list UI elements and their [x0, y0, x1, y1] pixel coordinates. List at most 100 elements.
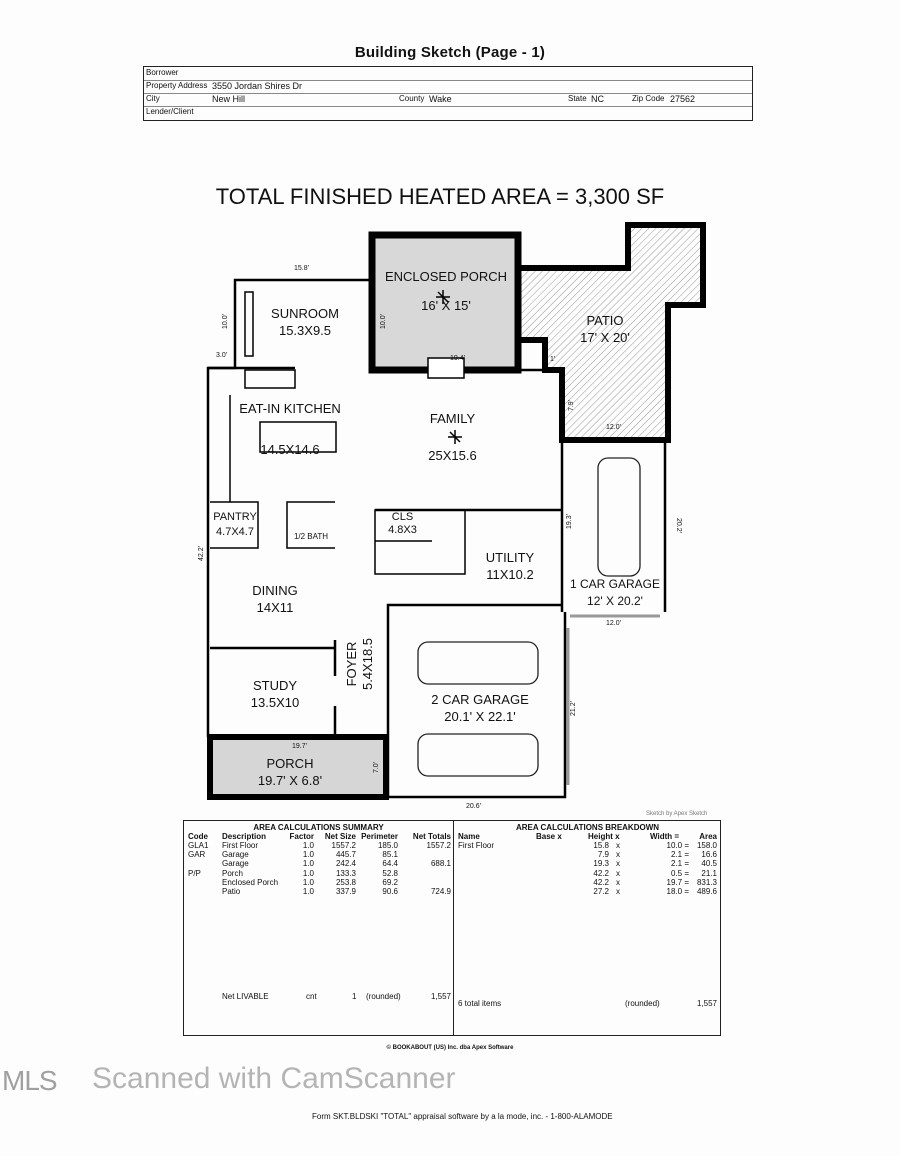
front-porch-area	[207, 734, 389, 800]
room-size: 15.3X9.5	[278, 323, 332, 338]
room-size: 13.5X10	[250, 695, 300, 710]
net-livable-total: 1,557	[430, 992, 451, 1001]
state-value: NC	[591, 94, 604, 104]
summary-cell: 1557.2	[331, 841, 356, 850]
room-study: STUDY 13.5X10	[225, 677, 325, 711]
summary-header: Net Size	[324, 832, 356, 841]
room-1-car-garage: 1 CAR GARAGE 12' X 20.2'	[565, 576, 665, 610]
room-name: 1 CAR GARAGE	[569, 577, 661, 591]
ceiling-fan-icon	[448, 430, 462, 444]
summary-header: Code	[188, 832, 208, 841]
lender-row: Lender/Client	[144, 106, 752, 119]
breakdown-name: First Floor	[458, 841, 494, 850]
room-size: 16' X 15'	[421, 298, 471, 313]
summary-cell: Garage	[222, 859, 249, 869]
breakdown-cell: 16.6	[701, 850, 717, 860]
room-name: EAT-IN KITCHEN	[239, 401, 341, 416]
copyright: © BOOKABOUT (US) Inc. dba Apex Software	[386, 1045, 514, 1051]
dimension-label: 3.0'	[216, 352, 228, 359]
breakdown-cell: 7.9	[597, 850, 609, 860]
breakdown-cell: 2.1 =	[670, 850, 689, 860]
room-name: STUDY	[252, 678, 298, 693]
room-half-bath: 1/2 BATH	[293, 532, 329, 541]
room-name: FOYER	[344, 641, 359, 687]
summary-cell: Garage	[222, 850, 249, 860]
car-icon	[417, 733, 539, 777]
dimension-label: 1'	[550, 356, 556, 363]
enclosed-porch-area	[368, 231, 522, 374]
address-value: 3550 Jordan Shires Dr	[212, 81, 303, 91]
dimension-label: 10.0'	[379, 314, 387, 329]
breakdown-total: 1,557	[696, 999, 717, 1008]
breakdown-cell: x	[616, 877, 620, 887]
floor-plan-drawing	[206, 222, 706, 800]
room-name: PATIO	[586, 313, 624, 328]
property-info-form: Borrower Property Address 3550 Jordan Sh…	[143, 66, 753, 121]
dimension-label: 19.4'	[450, 355, 465, 362]
room-2-car-garage: 2 CAR GARAGE 20.1' X 22.1'	[410, 691, 550, 725]
zip-value: 27562	[670, 94, 696, 104]
page-title: Building Sketch (Page - 1)	[354, 44, 546, 61]
breakdown-title: AREA CALCULATIONS BREAKDOWN	[515, 823, 660, 832]
summary-cell: 724.9	[430, 887, 451, 896]
breakdown-cell: 18.0 =	[666, 887, 689, 896]
cnt-label: cnt	[306, 992, 317, 1001]
breakdown-cell: 42.2	[593, 868, 609, 878]
room-size: 12' X 20.2'	[587, 594, 643, 608]
table-divider	[453, 821, 454, 1035]
breakdown-cell: 19.7 =	[666, 877, 689, 887]
dimension-label: 19.3'	[565, 514, 573, 529]
summary-header: Perimeter	[361, 832, 398, 841]
sketch-credit: Sketch by Apex Sketch	[646, 811, 708, 817]
room-size: 4.8X3	[388, 524, 417, 536]
breakdown-header: Area	[699, 832, 717, 841]
room-name: PORCH	[266, 756, 314, 771]
room-size: 25X15.6	[428, 448, 477, 463]
summary-cell: 688.1	[430, 859, 451, 869]
county-value: Wake	[429, 94, 452, 104]
summary-cell: 1.0	[302, 868, 314, 878]
summary-cell: 445.7	[335, 850, 356, 860]
room-size: 19.7' X 6.8'	[257, 773, 323, 788]
car-icon	[417, 641, 539, 685]
room-size: 14.5X14.6	[260, 442, 320, 457]
breakdown-cell: 158.0	[696, 841, 717, 850]
summary-cell: P/P	[188, 868, 201, 878]
breakdown-cell: 21.1	[701, 868, 717, 878]
breakdown-cell: x	[616, 887, 620, 896]
room-name: ENCLOSED PORCH	[384, 269, 508, 284]
room-size: 20.1' X 22.1'	[444, 709, 516, 724]
area-calculations-table: AREA CALCULATIONS SUMMARY Code Descripti…	[183, 820, 721, 1036]
rounded-label: (rounded)	[625, 999, 660, 1008]
room-name: 2 CAR GARAGE	[431, 692, 529, 707]
room-name: CLS	[391, 511, 414, 523]
dimension-label: 19.7'	[292, 743, 307, 750]
summary-cell: 133.3	[335, 868, 356, 878]
summary-cell: Enclosed Porch	[222, 877, 279, 887]
cnt-value: 1	[352, 992, 357, 1001]
summary-cell: Porch	[222, 868, 243, 878]
room-porch: PORCH 19.7' X 6.8'	[230, 755, 350, 789]
dimension-label: 15.8'	[294, 265, 309, 272]
dimension-label: 21.2'	[569, 701, 577, 716]
room-name: PANTRY	[213, 511, 257, 523]
breakdown-cell: x	[616, 868, 620, 878]
city-value: New Hill	[212, 94, 246, 104]
dimension-label: 7.9'	[568, 399, 576, 412]
state-label: State	[568, 94, 587, 103]
breakdown-cell: 489.6	[696, 887, 717, 896]
room-size: 17' X 20'	[580, 330, 630, 345]
total-items-label: 6 total items	[458, 999, 502, 1008]
room-name: DINING	[252, 583, 298, 598]
breakdown-cell: 15.8	[593, 841, 609, 850]
room-size: 4.7X4.7	[216, 526, 254, 538]
dimension-label: 20.6'	[466, 803, 481, 810]
room-patio: PATIO 17' X 20'	[570, 312, 640, 346]
breakdown-cell: 27.2	[593, 887, 609, 896]
camscanner-watermark: Scanned with CamScanner	[92, 1062, 456, 1095]
summary-cell: GLA1	[188, 841, 209, 850]
summary-cell: 90.6	[382, 887, 398, 896]
